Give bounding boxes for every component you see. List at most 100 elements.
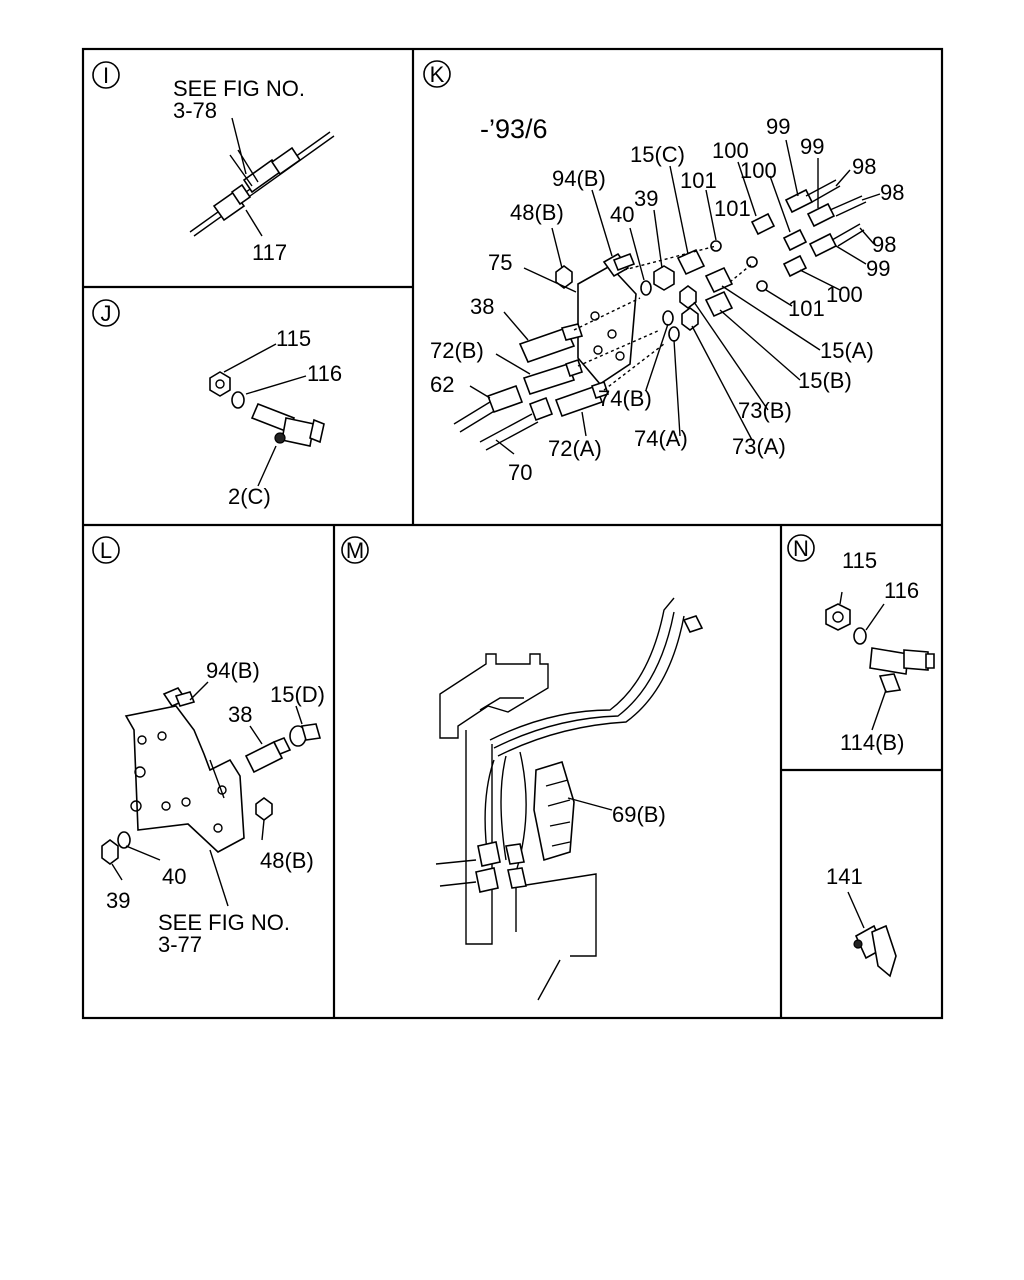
- panel-l-note-line1: SEE FIG NO.: [158, 910, 290, 935]
- nut-101-upper-drawing: [710, 240, 722, 252]
- label-15a: 15(A): [820, 338, 874, 363]
- panel-j-id-badge: J: [92, 299, 120, 327]
- label-99-bottom: 99: [866, 256, 890, 281]
- label-101-top: 101: [680, 168, 717, 193]
- nut-48b-drawing-l: [255, 797, 273, 821]
- assembly-axis-lines: [573, 245, 753, 391]
- washer-74a-drawing: [668, 326, 680, 342]
- washer-116-drawing: [231, 391, 245, 409]
- label-73b: 73(B): [738, 398, 792, 423]
- label-115-n: 115: [842, 548, 877, 573]
- label-69b: 69(B): [612, 802, 666, 827]
- label-48b: 48(B): [510, 200, 564, 225]
- label-101-bottom: 101: [788, 296, 825, 321]
- washer-40-drawing: [640, 280, 652, 296]
- label-116: 116: [307, 361, 342, 386]
- brake-hose-drawing: [189, 117, 335, 237]
- washer-116-drawing-n: [853, 627, 867, 645]
- pipe-62-drawing: [453, 384, 524, 433]
- label-100-second: 100: [740, 158, 777, 183]
- flare-nut-15d-drawing: [289, 723, 322, 747]
- panel-l: L: [92, 536, 325, 957]
- flare-nut-15b-drawing: [704, 290, 734, 318]
- panel-j-id: J: [101, 301, 112, 326]
- label-74b: 74(B): [598, 386, 652, 411]
- label-98-top: 98: [852, 154, 876, 179]
- label-70: 70: [508, 460, 532, 485]
- nut-73b-drawing: [679, 285, 697, 309]
- label-74a: 74(A): [634, 426, 688, 451]
- flare-nut-15c-drawing: [676, 248, 706, 276]
- label-15d: 15(D): [270, 682, 325, 707]
- label-98-second: 98: [880, 180, 904, 205]
- panel-o: 141: [826, 864, 897, 978]
- label-100-bottom: 100: [826, 282, 863, 307]
- panel-l-id: L: [100, 538, 112, 563]
- label-39: 39: [634, 186, 658, 211]
- panel-l-note-line2: 3-77: [158, 932, 202, 957]
- panel-k-date: -’93/6: [480, 114, 548, 144]
- valve-block-drawing: [435, 841, 527, 893]
- label-99-second: 99: [800, 134, 824, 159]
- panel-n: N 115 116 114(B): [787, 534, 935, 755]
- label-40: 40: [610, 202, 634, 227]
- fitting-72b-drawing: [522, 358, 584, 395]
- nut-115-drawing-n: [825, 603, 851, 631]
- label-117: 117: [252, 240, 287, 265]
- panel-k-leader-lines: [469, 139, 881, 455]
- panel-j: J 115 116 2(C): [92, 299, 342, 509]
- label-101-middle: 101: [714, 196, 751, 221]
- bleeder-141-drawing: [853, 924, 897, 978]
- panel-m: M 69(B): [341, 536, 704, 1001]
- label-115: 115: [276, 326, 311, 351]
- label-15c: 15(C): [630, 142, 685, 167]
- label-38: 38: [470, 294, 494, 319]
- panel-n-id: N: [793, 536, 809, 561]
- label-62: 62: [430, 372, 454, 397]
- panel-i-id-badge: I: [92, 61, 120, 89]
- label-15b: 15(B): [798, 368, 852, 393]
- label-98-bottom: 98: [872, 232, 896, 257]
- panel-k-id-badge: K: [423, 60, 451, 88]
- washer-40-drawing-l: [117, 831, 131, 849]
- panel-l-leader-lines: [111, 681, 303, 907]
- label-38-l: 38: [228, 702, 252, 727]
- fitting-72a-drawing: [554, 380, 610, 418]
- bracket-plate-drawing: [124, 705, 245, 853]
- union-38-drawing-l: [244, 736, 292, 774]
- nut-115-drawing: [209, 371, 231, 397]
- nut-39-drawing-l: [101, 839, 119, 865]
- label-94b-l: 94(B): [206, 658, 260, 683]
- label-2c: 2(C): [228, 484, 271, 509]
- washer-74b-drawing: [662, 310, 674, 326]
- connector-114b-drawing: [869, 647, 935, 693]
- panel-i-note-line2: 3-78: [173, 98, 217, 123]
- label-114b: 114(B): [840, 730, 904, 755]
- flare-nut-15a-drawing: [704, 266, 734, 294]
- nut-101-lower-drawing: [756, 280, 768, 292]
- label-100-top: 100: [712, 138, 749, 163]
- label-48b-l: 48(B): [260, 848, 314, 873]
- label-94b: 94(B): [552, 166, 606, 191]
- bracket-plate-75-drawing: [577, 264, 637, 386]
- bolt-94b-drawing: [602, 252, 636, 278]
- nut-39-drawing: [653, 265, 675, 291]
- label-72a: 72(A): [548, 436, 602, 461]
- nut-101-middle-drawing: [746, 256, 758, 268]
- union-38-drawing: [518, 323, 584, 363]
- panel-m-id-badge: M: [341, 536, 369, 564]
- label-141: 141: [826, 864, 863, 889]
- panel-i-id: I: [103, 63, 109, 88]
- bolt-94b-drawing-l: [162, 687, 196, 707]
- label-99-top: 99: [766, 114, 790, 139]
- pipes-98-99-100-drawing: [750, 179, 867, 278]
- panel-i: I SEE FIG NO. 3-78 117: [92, 61, 335, 265]
- label-72b: 72(B): [430, 338, 484, 363]
- label-75: 75: [488, 250, 512, 275]
- pipe-70-drawing: [479, 396, 554, 451]
- nut-73a-drawing: [681, 307, 699, 331]
- panel-i-note-line1: SEE FIG NO.: [173, 76, 305, 101]
- label-40-l: 40: [162, 864, 186, 889]
- label-39-l: 39: [106, 888, 130, 913]
